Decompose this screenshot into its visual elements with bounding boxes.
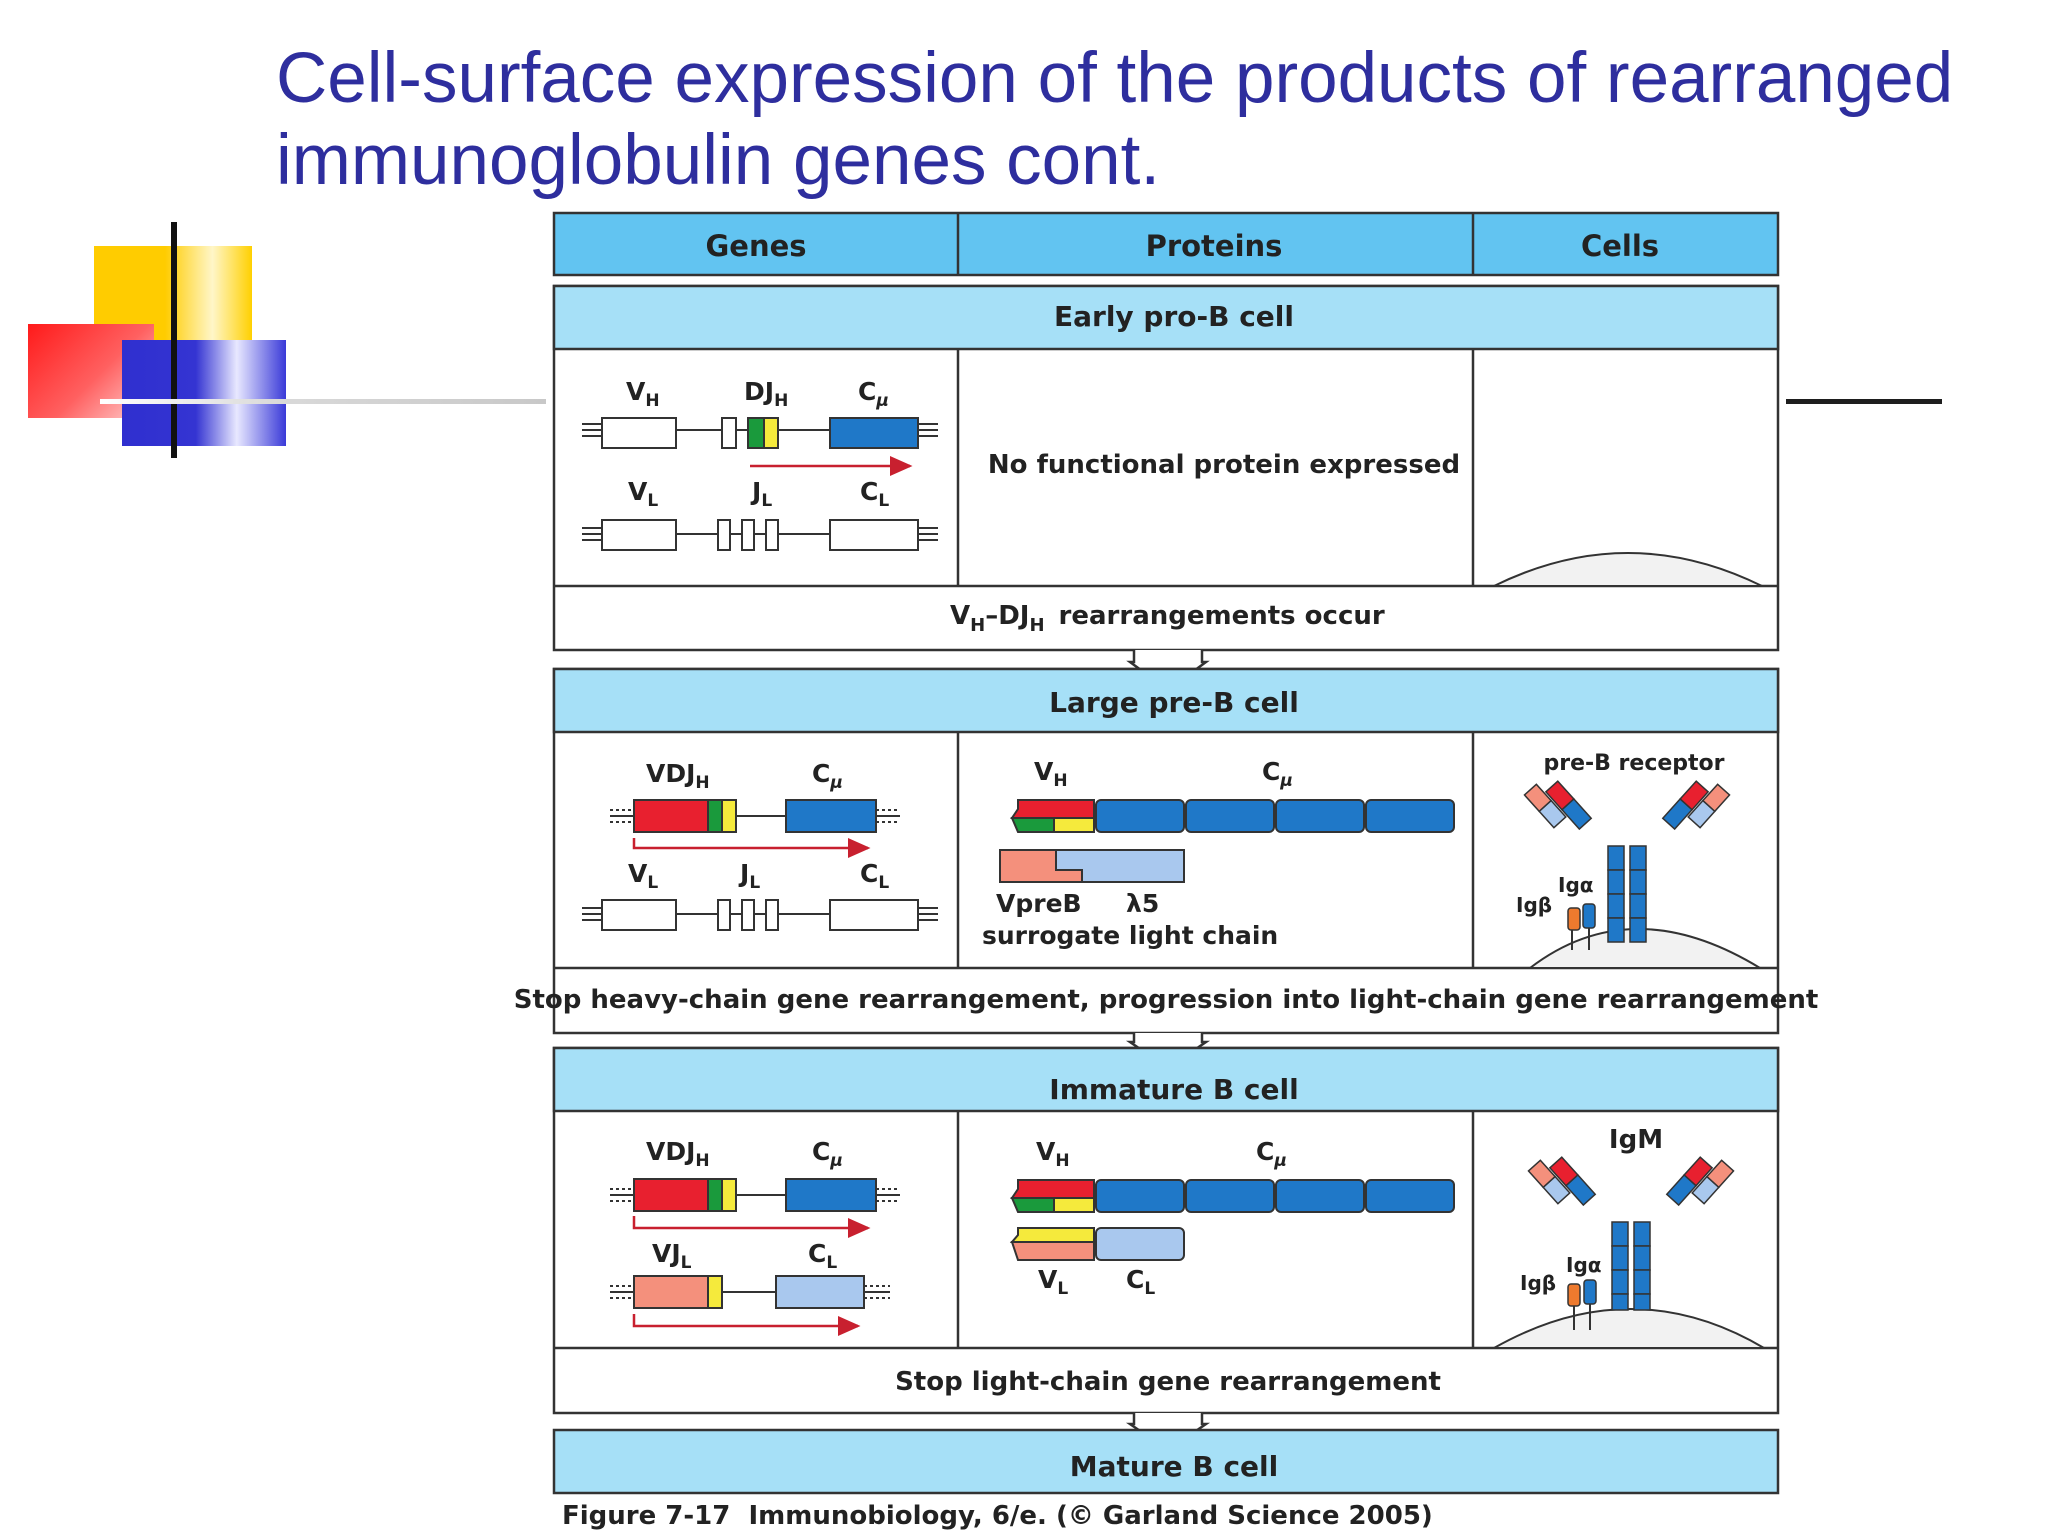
iga-label: Igα (1566, 1253, 1602, 1277)
svg-text:Cμ: Cμ (812, 759, 843, 793)
surrogate-light-chain-protein: VpreB λ5 surrogate light chain (982, 849, 1278, 950)
light-chain-gene-locus: VJL CL (610, 1239, 890, 1336)
lambda5-label: λ5 (1126, 889, 1159, 918)
stage-footer: Stop heavy-chain gene rearrangement, pro… (514, 985, 1819, 1015)
receptor-label: IgM (1609, 1125, 1663, 1155)
igb-label: Igβ (1520, 1271, 1556, 1295)
deco-vertical-line (171, 222, 177, 458)
svg-text:CL: CL (808, 1239, 837, 1273)
svg-text:VDJH: VDJH (646, 759, 710, 793)
stage-mature-b: Mature B cell (552, 1428, 1780, 1495)
svg-text:JL: JL (750, 477, 772, 511)
stage-footer: Stop light-chain gene rearrangement (895, 1367, 1441, 1397)
svg-text:VH: VH (626, 377, 660, 411)
igb-label: Igβ (1516, 893, 1552, 917)
slide-title-line-1: Cell-surface expression of the products … (276, 39, 1954, 118)
stage-title: Mature B cell (1070, 1450, 1279, 1483)
heavy-chain-gene-locus: VDJH Cμ (610, 759, 900, 858)
svg-text:VDJH: VDJH (646, 1137, 710, 1171)
stage-title: Early pro-B cell (1054, 300, 1294, 333)
svg-text:CL: CL (860, 859, 889, 893)
header-cells: Cells (1581, 229, 1659, 263)
stage-title: Large pre-B cell (1049, 686, 1299, 719)
deco-right-line (1786, 399, 1942, 404)
surrogate-light-chain-label: surrogate light chain (982, 921, 1278, 950)
header-proteins: Proteins (1146, 229, 1283, 263)
figure-caption: Figure 7-17 Immunobiology, 6/e. (© Garla… (562, 1501, 1433, 1531)
heavy-chain-gene-locus: VH DJH Cμ (582, 377, 938, 476)
cell-membrane (1493, 552, 1763, 587)
svg-text:VL: VL (628, 859, 658, 893)
header-genes: Genes (705, 229, 806, 263)
svg-text:CL: CL (860, 477, 889, 511)
svg-text:Cμ: Cμ (1256, 1137, 1287, 1171)
svg-text:JL: JL (738, 859, 760, 893)
slide-title-line-2: immunoglobulin genes cont. (276, 121, 1161, 200)
svg-text:VH: VH (1034, 757, 1068, 791)
slide-title: Cell-surface expression of the products … (276, 38, 1996, 202)
pre-b-receptor-cell: pre-B receptor (1516, 751, 1764, 969)
stage-early-pro-b: Early pro-B cell VH DJH Cμ VL JL CL (552, 284, 1780, 652)
mu-heavy-chain-protein: VH Cμ (1010, 1137, 1455, 1213)
table-header: Genes Proteins Cells (552, 211, 1780, 277)
svg-text:VL: VL (628, 477, 658, 511)
vpreb-label: VpreB (996, 889, 1082, 918)
svg-text:Cμ: Cμ (812, 1137, 843, 1171)
svg-text:CL: CL (1126, 1265, 1155, 1299)
svg-text:VH: VH (1036, 1137, 1070, 1171)
deco-blue-square (122, 340, 286, 446)
stage-large-pre-b: Large pre-B cell VDJH Cμ VL JL CL (514, 667, 1819, 1035)
light-chain-protein: VL CL (1009, 1227, 1185, 1299)
receptor-label: pre-B receptor (1543, 751, 1724, 776)
iga-label: Igα (1558, 873, 1594, 897)
svg-text:Cμ: Cμ (1262, 757, 1293, 791)
light-chain-gene-locus: VL JL CL (582, 477, 938, 551)
igm-cell: IgM (1490, 1125, 1768, 1349)
mu-heavy-chain-protein: VH Cμ (1010, 757, 1455, 833)
svg-text:VJL: VJL (652, 1239, 692, 1273)
svg-text:Cμ: Cμ (858, 377, 889, 411)
heavy-chain-gene-locus: VDJH Cμ (610, 1137, 900, 1238)
deco-horizontal-line (100, 399, 546, 404)
light-chain-gene-locus: VL JL CL (582, 859, 938, 931)
no-protein-text: No functional protein expressed (988, 450, 1460, 480)
svg-text:VL: VL (1038, 1265, 1068, 1299)
stage-title: Immature B cell (1049, 1073, 1298, 1106)
svg-text:DJH: DJH (744, 377, 788, 411)
stage-immature-b: Immature B cell VDJH Cμ VJL CL (552, 1046, 1780, 1415)
